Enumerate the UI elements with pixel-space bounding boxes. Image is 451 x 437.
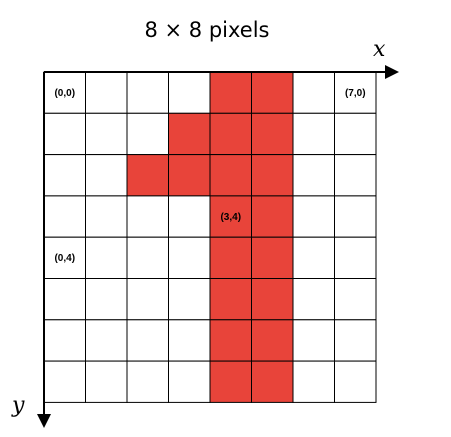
- pixel-cell-empty: [292, 278, 335, 321]
- pixel-cell-filled: [209, 236, 252, 279]
- coordinate-labels: (0,0) (7,0) (3,4) (0,4): [54, 88, 365, 264]
- pixel-cell-empty: [292, 360, 335, 403]
- pixel-cell-empty: [334, 360, 377, 403]
- pixel-cells: [43, 71, 377, 403]
- pixel-cell-filled: [126, 154, 169, 197]
- pixel-cell-empty: [85, 236, 128, 279]
- pixel-cell-empty: [126, 360, 169, 403]
- pixel-cell-filled: [251, 195, 294, 238]
- pixel-cell-filled: [251, 236, 294, 279]
- pixel-cell-empty: [126, 236, 169, 279]
- y-axis-arrowhead: [37, 414, 51, 428]
- pixel-cell-empty: [292, 195, 335, 238]
- diagram-title: 8 × 8 pixels: [145, 18, 270, 42]
- pixel-cell-empty: [292, 71, 335, 114]
- pixel-cell-filled: [209, 71, 252, 114]
- pixel-cell-empty: [85, 278, 128, 321]
- pixel-cell-empty: [43, 319, 86, 362]
- coordinate-label: (0,0): [54, 88, 75, 99]
- coordinate-label: (0,4): [54, 253, 75, 264]
- pixel-cell-empty: [85, 195, 128, 238]
- pixel-cell-empty: [334, 71, 377, 114]
- pixel-cell-filled: [251, 154, 294, 197]
- x-axis-label: x: [373, 37, 386, 62]
- pixel-cell-empty: [43, 112, 86, 156]
- pixel-cell-filled: [209, 360, 252, 403]
- coordinate-label: (3,4): [220, 212, 241, 223]
- pixel-cell-empty: [292, 319, 335, 362]
- pixel-cell-empty: [168, 236, 211, 279]
- pixel-cell-filled: [251, 71, 294, 114]
- pixel-cell-filled: [168, 154, 211, 197]
- pixel-cell-empty: [85, 71, 128, 114]
- pixel-cell-filled: [251, 112, 294, 156]
- pixel-cell-filled: [209, 112, 252, 156]
- pixel-cell-empty: [292, 112, 335, 156]
- pixel-cell-filled: [251, 360, 294, 403]
- pixel-cell-empty: [168, 360, 211, 403]
- pixel-cell-empty: [126, 195, 169, 238]
- pixel-cell-empty: [334, 319, 377, 362]
- pixel-cell-filled: [168, 112, 211, 156]
- pixel-cell-empty: [126, 112, 169, 156]
- y-axis-label: y: [11, 393, 25, 418]
- pixel-cell-filled: [209, 319, 252, 362]
- pixel-cell-empty: [168, 71, 211, 114]
- x-axis-arrowhead: [385, 65, 399, 79]
- pixel-cell-empty: [168, 278, 211, 321]
- pixel-cell-empty: [334, 278, 377, 321]
- pixel-cell-empty: [168, 319, 211, 362]
- pixel-cell-empty: [43, 278, 86, 321]
- pixel-cell-filled: [251, 319, 294, 362]
- pixel-cell-empty: [85, 360, 128, 403]
- pixel-cell-empty: [292, 236, 335, 279]
- pixel-cell-empty: [126, 319, 169, 362]
- pixel-cell-filled: [251, 278, 294, 321]
- pixel-cell-filled: [209, 154, 252, 197]
- pixel-cell-empty: [334, 154, 377, 197]
- pixel-cell-empty: [334, 195, 377, 238]
- pixel-cell-empty: [126, 278, 169, 321]
- coordinate-label: (7,0): [345, 88, 366, 99]
- pixel-cell-empty: [43, 195, 86, 238]
- pixel-cell-empty: [43, 360, 86, 403]
- pixel-cell-empty: [85, 112, 128, 156]
- pixel-cell-empty: [334, 236, 377, 279]
- pixel-cell-empty: [85, 154, 128, 197]
- pixel-cell-empty: [85, 319, 128, 362]
- pixel-cell-empty: [126, 71, 169, 114]
- pixel-cell-filled: [209, 278, 252, 321]
- pixel-cell-empty: [168, 195, 211, 238]
- pixel-cell-empty: [292, 154, 335, 197]
- pixel-cell-empty: [334, 112, 377, 156]
- pixel-cell-empty: [43, 154, 86, 197]
